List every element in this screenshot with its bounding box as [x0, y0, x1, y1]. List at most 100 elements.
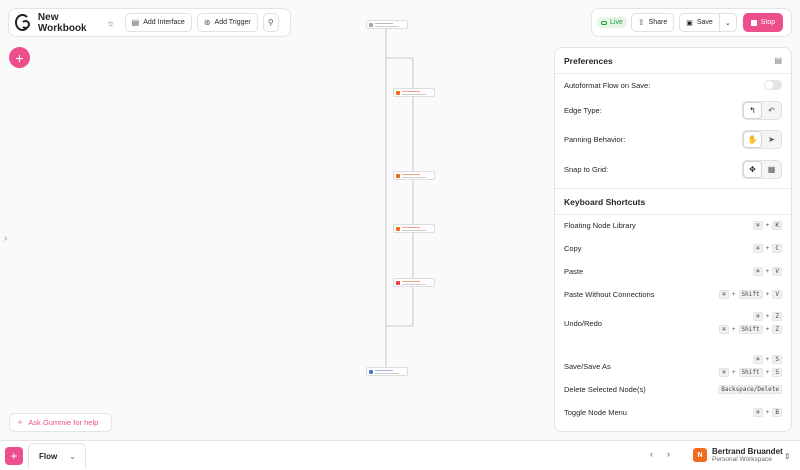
avatar: N: [693, 448, 707, 462]
pointer-icon[interactable]: ➤: [768, 135, 775, 144]
webhook-button[interactable]: ⚲: [262, 13, 279, 32]
expand-sidebar-icon[interactable]: ›: [4, 233, 8, 244]
key-cap: Backspace/Delete: [718, 385, 782, 394]
app-logo-icon[interactable]: [15, 14, 30, 31]
flow-node-output[interactable]: [366, 367, 408, 376]
move-icon[interactable]: ✥: [743, 161, 762, 178]
save-button[interactable]: ▣Save: [680, 14, 720, 31]
user-name: Bertrand Bruandet: [712, 447, 783, 456]
key-plus: +: [765, 409, 770, 416]
preferences-header: Preferences ▤: [555, 48, 791, 74]
key-combo: ⌘+Shift+S: [719, 368, 782, 377]
key-plus: +: [765, 313, 770, 320]
hand-icon[interactable]: ✋: [743, 131, 762, 148]
autoformat-label: Autoformat Flow on Save:: [564, 80, 651, 90]
key-plus: +: [765, 245, 770, 252]
shortcut-keys: ⌘+Z⌘+Shift+Z: [719, 312, 782, 334]
panel-layout-icon[interactable]: ▤: [774, 56, 782, 65]
key-cap: ⌘: [719, 368, 729, 377]
chevron-down-icon: ⌄: [724, 19, 731, 27]
flow-tab[interactable]: Flow⌄: [28, 443, 86, 469]
flow-node-start[interactable]: [366, 20, 408, 29]
publish-toolbar: Live ⇪Share ▣Save ⌄ Stop: [591, 8, 792, 37]
key-cap: K: [772, 221, 782, 230]
save-options-dropdown[interactable]: ⌄: [720, 14, 736, 31]
panning-row: Panning Behavior: ✋ ➤: [564, 130, 782, 149]
shortcuts-header: Keyboard Shortcuts: [555, 188, 791, 215]
add-trigger-button[interactable]: ⊛Add Trigger: [196, 13, 258, 32]
flow-node-1[interactable]: [393, 88, 435, 97]
key-cap: ⌘: [752, 408, 763, 417]
autoformat-toggle[interactable]: [764, 80, 782, 90]
ask-gummie-button[interactable]: ✧Ask Gummie for help: [9, 413, 112, 432]
shortcut-label: Paste: [564, 267, 584, 276]
edge-step-icon[interactable]: ↰: [743, 102, 762, 119]
key-combo: ⌘+S: [752, 355, 782, 364]
key-cap: Shift: [738, 325, 763, 334]
live-badge[interactable]: Live: [597, 17, 627, 28]
shortcut-row: Save/Save As⌘+S⌘+Shift+S: [564, 355, 782, 377]
panning-segmented: ✋ ➤: [742, 130, 782, 149]
autoformat-row: Autoformat Flow on Save:: [564, 80, 782, 90]
sparkle-icon: ✧: [17, 418, 24, 427]
flow-node-2[interactable]: [393, 171, 435, 180]
shortcut-row: Delete Selected Node(s)Backspace/Delete: [564, 385, 782, 394]
add-interface-button[interactable]: ▤Add Interface: [124, 13, 192, 32]
key-plus: +: [731, 369, 736, 376]
key-cap: ⌘: [752, 355, 763, 364]
live-toggle-icon: [601, 20, 607, 25]
add-node-button[interactable]: +: [9, 47, 30, 68]
workspace-name: Personal Workspace: [712, 456, 772, 463]
share-button[interactable]: ⇪Share: [630, 13, 675, 32]
document-icon: ▤: [131, 18, 140, 27]
flow-node-4[interactable]: [393, 278, 435, 287]
key-plus: +: [765, 326, 770, 333]
shortcut-keys: ⌘+K: [752, 221, 782, 230]
shortcut-row: Paste Without Connections ⌘+Shift+V: [564, 290, 782, 299]
share-icon: ⇪: [637, 18, 645, 27]
workspace-switcher[interactable]: N Bertrand Bruandet Personal Workspace: [693, 447, 783, 463]
shortcut-row: Toggle Node Menu⌘+B: [564, 408, 782, 417]
shortcut-keys: ⌘+C: [752, 244, 782, 253]
key-combo: ⌘+B: [752, 408, 782, 417]
preferences-panel: Preferences ▤ Autoformat Flow on Save: E…: [554, 47, 792, 432]
key-plus: +: [765, 291, 770, 298]
debug-icon[interactable]: ☼: [106, 17, 115, 28]
chevron-down-icon: ⌄: [69, 452, 76, 461]
workbook-title[interactable]: New Workbook: [37, 11, 87, 34]
add-page-button[interactable]: +: [5, 447, 23, 465]
key-combo: Backspace/Delete: [718, 385, 782, 394]
stop-button[interactable]: Stop: [742, 13, 784, 32]
key-combo: ⌘+Shift+V: [719, 290, 782, 299]
key-plus: +: [731, 326, 736, 333]
webhook-icon: ⚲: [267, 18, 274, 27]
shortcut-keys: ⌘+B: [752, 408, 782, 417]
chevron-left-icon[interactable]: ‹: [650, 449, 653, 459]
flow-node-3[interactable]: [393, 224, 435, 233]
shortcut-keys: ⌘+S⌘+Shift+S: [719, 355, 782, 377]
save-icon: ▣: [686, 19, 693, 27]
panning-label: Panning Behavior:: [564, 135, 626, 144]
shortcut-label: Save/Save As: [564, 361, 611, 371]
snap-label: Snap to Grid:: [564, 165, 609, 174]
shortcut-keys: ⌘+Shift+V: [719, 290, 782, 299]
edge-curve-icon[interactable]: ↶: [768, 106, 775, 115]
key-cap: ⌘: [719, 325, 729, 334]
shortcut-label: Copy: [564, 244, 582, 253]
edge-type-row: Edge Type: ↰ ↶: [564, 101, 782, 120]
grid-icon[interactable]: ▦: [767, 165, 776, 174]
key-plus: +: [765, 369, 770, 376]
shortcut-keys: ⌘+V: [752, 267, 782, 276]
chevron-right-icon[interactable]: ›: [667, 449, 670, 459]
key-cap: ⌘: [752, 267, 763, 276]
key-combo: ⌘+Z: [752, 312, 782, 321]
plus-icon: +: [15, 49, 24, 66]
key-cap: C: [772, 244, 782, 253]
shortcut-label: Paste Without Connections: [564, 290, 655, 299]
key-cap: S: [772, 368, 782, 377]
key-combo: ⌘+V: [752, 267, 782, 276]
preferences-title: Preferences: [564, 55, 613, 66]
chevron-updown-icon[interactable]: ⇕: [784, 452, 791, 461]
key-cap: Z: [772, 312, 782, 321]
trigger-icon: ⊛: [203, 18, 211, 27]
